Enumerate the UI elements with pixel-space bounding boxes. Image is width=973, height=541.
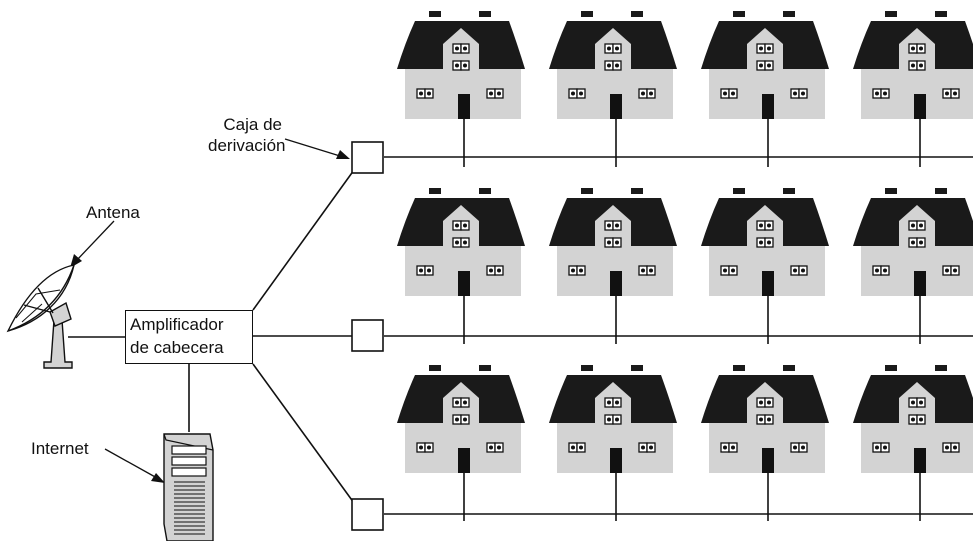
house-icon (548, 187, 678, 345)
tap-box-icon (351, 498, 384, 531)
tap-box-icon (351, 319, 384, 352)
antenna-label: Antena (86, 203, 140, 222)
headend-amplifier-box: Amplificador de cabecera (125, 310, 253, 364)
house-row-1 (396, 10, 973, 168)
headend-label-line2: de cabecera (130, 338, 224, 357)
server-tower-icon (163, 433, 214, 541)
tap-box-label-line1: Caja de (223, 115, 282, 134)
house-icon (700, 364, 830, 522)
headend-label-line1: Amplificador (130, 315, 224, 334)
tap-box-label: Caja de derivación (208, 114, 286, 156)
house-row-3 (396, 364, 973, 522)
tap-box-label-line2: derivación (208, 136, 286, 155)
label-arrows (70, 138, 350, 483)
house-icon (700, 10, 830, 168)
house-icon (852, 364, 973, 522)
house-icon (396, 187, 526, 345)
house-icon (700, 187, 830, 345)
satellite-dish-icon (6, 264, 76, 369)
house-icon (396, 10, 526, 168)
feeder-cables (68, 156, 973, 515)
tap-box-icon (351, 141, 384, 174)
house-icon (396, 364, 526, 522)
house-icon (852, 187, 973, 345)
internet-label: Internet (31, 439, 89, 458)
house-icon (852, 10, 973, 168)
tap-boxes (351, 141, 384, 531)
house-icon (548, 10, 678, 168)
house-icon (548, 364, 678, 522)
house-row-2 (396, 187, 973, 345)
